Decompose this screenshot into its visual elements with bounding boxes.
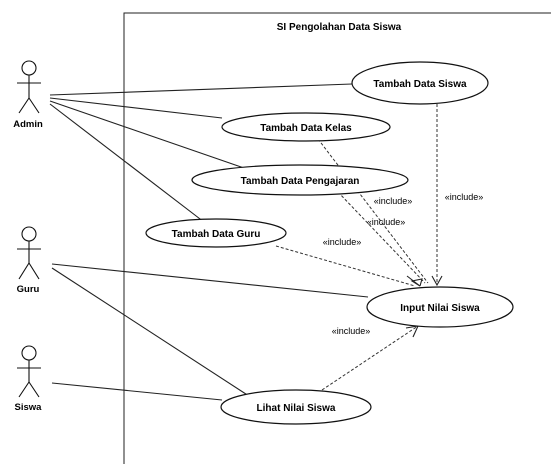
include-line-tambah-pengajaran xyxy=(337,191,426,284)
use-case-lihat-nilai-siswa: Lihat Nilai Siswa xyxy=(220,389,372,425)
include-arrowhead-tambah-siswa xyxy=(431,275,443,287)
actor-label: Siswa xyxy=(15,402,43,413)
use-case-label: Tambah Data Pengajaran xyxy=(241,176,360,187)
include-arrowheads-cluster xyxy=(406,275,423,287)
use-case-label: Input Nilai Siswa xyxy=(400,303,480,314)
use-case-input-nilai-siswa: Input Nilai Siswa xyxy=(366,286,514,328)
actor-label: Admin xyxy=(13,119,43,130)
use-case-ellipse xyxy=(145,218,287,248)
use-case-ellipse xyxy=(351,61,489,105)
system-title: SI Pengolahan Data Siswa xyxy=(277,22,402,33)
actor-siswa: Siswa xyxy=(15,345,43,413)
stick-figure-icon xyxy=(17,60,41,114)
use-case-tambah-data-kelas: Tambah Data Kelas xyxy=(221,112,391,142)
system-boundary xyxy=(123,12,551,464)
actor-label: Guru xyxy=(17,284,40,295)
actor-guru: Guru xyxy=(17,226,41,295)
use-case-ellipse xyxy=(221,112,391,142)
use-case-tambah-data-siswa: Tambah Data Siswa xyxy=(351,61,489,105)
use-case-ellipse xyxy=(366,286,514,328)
use-case-label: Tambah Data Kelas xyxy=(260,123,352,134)
stick-figure-icon xyxy=(17,345,41,398)
associations xyxy=(49,83,369,401)
use-case-tambah-data-pengajaran: Tambah Data Pengajaran xyxy=(191,164,409,196)
include-relationships: «include» «include» «include» «include» … xyxy=(275,104,484,391)
assoc-guru-input-nilai xyxy=(51,263,369,298)
include-label-tambah-guru: «include» xyxy=(323,237,362,247)
stick-figure-icon xyxy=(17,226,41,280)
include-label-lihat-nilai: «include» xyxy=(332,326,371,336)
use-case-label: Tambah Data Siswa xyxy=(373,79,467,90)
include-line-tambah-kelas xyxy=(317,138,429,284)
assoc-admin-tambah-kelas xyxy=(49,97,223,119)
assoc-admin-tambah-guru xyxy=(49,103,205,223)
include-line-tambah-guru xyxy=(275,245,416,287)
include-label-tambah-kelas: «include» xyxy=(367,217,406,227)
include-line-lihat-nilai xyxy=(321,325,419,391)
include-label-tambah-pengajaran: «include» xyxy=(374,196,413,206)
use-case-ellipse xyxy=(191,164,409,196)
assoc-guru-lihat-nilai xyxy=(51,267,253,399)
use-case-ellipse xyxy=(220,389,372,425)
assoc-admin-tambah-pengajaran xyxy=(49,100,245,169)
assoc-admin-tambah-siswa xyxy=(49,83,353,96)
use-case-label: Lihat Nilai Siswa xyxy=(257,403,336,414)
use-case-tambah-data-guru: Tambah Data Guru xyxy=(145,218,287,248)
include-label-tambah-siswa: «include» xyxy=(445,192,484,202)
actor-admin: Admin xyxy=(13,60,43,130)
use-case-label: Tambah Data Guru xyxy=(172,229,261,240)
assoc-siswa-lihat-nilai xyxy=(51,382,223,401)
